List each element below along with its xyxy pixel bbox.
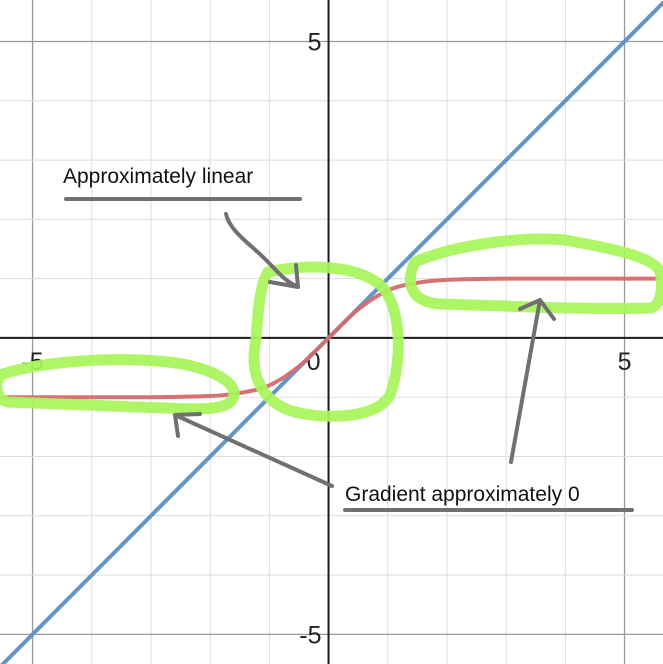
y-tick-label: 5 [308,29,322,57]
highlight-right-flat [404,233,663,315]
x-tick-label: 5 [618,348,632,376]
arrow-to-left-flat [173,412,334,488]
highlight-marks [0,233,663,422]
annotation-arrows [64,197,634,512]
annotation-gradient-approximately-zero: Gradient approximately 0 [345,483,580,506]
y-tick-label: -5 [299,621,321,649]
arrow-to-right-flat [509,298,556,464]
highlight-left-flat [0,354,240,415]
series-line-curve [0,276,663,400]
annotation-approximately-linear: Approximately linear [63,165,253,188]
highlight-origin-circle [248,261,404,422]
arrow-to-origin [224,212,300,289]
